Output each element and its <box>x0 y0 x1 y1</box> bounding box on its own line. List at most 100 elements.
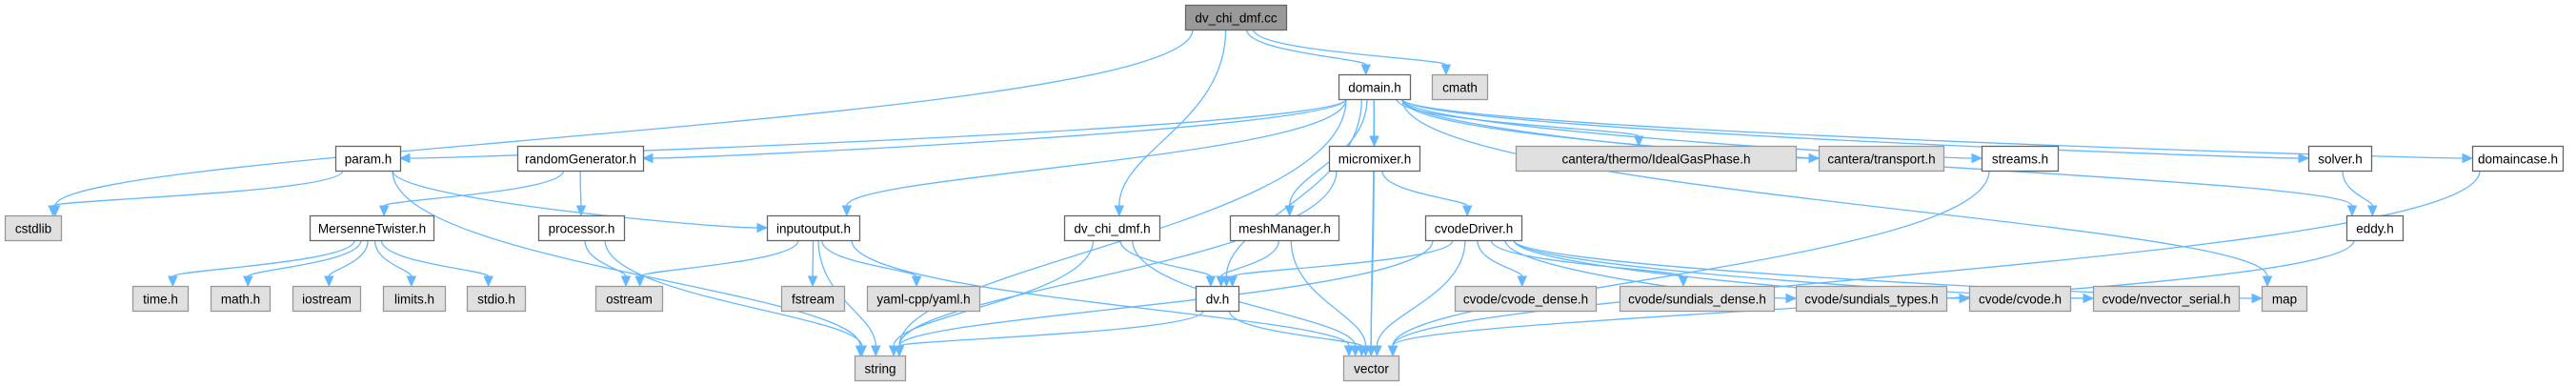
node-label: dv_chi_dmf.cc <box>1195 11 1278 26</box>
edge-line <box>1401 98 2300 159</box>
arrowhead-icon <box>634 275 645 288</box>
node-randomGenerator[interactable]: randomGenerator.h <box>516 145 645 173</box>
edge-line <box>898 170 1338 347</box>
node-domain[interactable]: domain.h <box>1338 73 1412 101</box>
node-eddy[interactable]: eddy.h <box>2345 214 2405 242</box>
node-label: time.h <box>143 293 178 307</box>
arrowhead-icon <box>641 152 654 164</box>
node-yaml: yaml-cpp/yaml.h <box>866 285 981 313</box>
node-label: MersenneTwister.h <box>318 222 426 236</box>
node-box <box>766 214 861 242</box>
edge-cvodeDriver-to-dvh <box>1227 239 1454 288</box>
node-label: cvodeDriver.h <box>1435 222 1514 236</box>
edge-inputoutput-to-vector <box>851 239 1355 357</box>
edge-line <box>1490 239 1684 277</box>
node-label: iostream <box>302 293 352 307</box>
node-label: cvode/nvector_serial.h <box>2102 293 2230 307</box>
node-processor[interactable]: processor.h <box>537 214 626 242</box>
node-label: stdio.h <box>477 293 515 307</box>
node-box <box>466 285 527 313</box>
arrowhead-icon <box>2262 275 2273 288</box>
arrowhead-icon <box>1114 205 1125 217</box>
node-timeh: time.h <box>131 285 190 313</box>
node-sundialstypes: cvode/sundials_types.h <box>1795 285 1948 313</box>
node-box <box>292 285 362 313</box>
node-dvh[interactable]: dv.h <box>1195 285 1240 313</box>
edge-line <box>898 239 1434 347</box>
node-box <box>516 145 645 173</box>
node-sundialsdense: cvode/sundials_dense.h <box>1619 285 1776 313</box>
node-label: dv_chi_dmf.h <box>1074 222 1150 236</box>
arrowhead-icon <box>911 275 922 288</box>
edge-domaincase-to-vector <box>1387 170 2481 357</box>
edge-domain-to-map <box>1401 98 2273 288</box>
edge-line <box>392 170 861 347</box>
edge-root-to-dvchidmfh <box>1114 29 1227 217</box>
edge-meshManager-to-vector <box>1290 239 1371 357</box>
node-label: micromixer.h <box>1338 152 1412 167</box>
node-param[interactable]: param.h <box>334 145 402 173</box>
node-meshManager[interactable]: meshManager.h <box>1229 214 1340 242</box>
arrowhead-icon <box>48 205 58 217</box>
node-label: randomGenerator.h <box>525 152 636 167</box>
edge-root-to-domain <box>1245 29 1372 76</box>
node-inputoutput[interactable]: inputoutput.h <box>766 214 861 242</box>
arrowhead-icon <box>1350 345 1360 357</box>
node-domaincase[interactable]: domaincase.h <box>2471 145 2565 173</box>
node-mersenne[interactable]: MersenneTwister.h <box>309 214 435 242</box>
node-map: map <box>2261 285 2308 313</box>
arrowhead-icon <box>1785 293 1798 304</box>
edge-line <box>383 170 565 207</box>
node-box <box>382 285 447 313</box>
arrowhead-icon <box>871 345 881 357</box>
node-cvodeDriver[interactable]: cvodeDriver.h <box>1424 214 1523 242</box>
edge-line <box>409 98 1347 159</box>
edge-line <box>2342 170 2373 207</box>
node-box <box>1454 285 1598 313</box>
edge-line <box>579 170 582 207</box>
arrowhead-icon <box>2462 152 2474 164</box>
node-label: map <box>2272 293 2297 307</box>
node-solver[interactable]: solver.h <box>2307 145 2373 173</box>
node-string: string <box>854 355 907 382</box>
node-cvodeh: cvode/cvode.h <box>1968 285 2072 313</box>
node-box <box>1338 73 1412 101</box>
edge-mersenne-to-mathh <box>243 239 362 288</box>
node-dvchidmfh[interactable]: dv_chi_dmf.h <box>1063 214 1161 242</box>
edge-mersenne-to-limitsh <box>373 239 417 288</box>
arrowhead-icon <box>2346 205 2358 217</box>
node-box <box>1342 355 1400 382</box>
edge-mersenne-to-timeh <box>168 239 355 288</box>
node-label: yaml-cpp/yaml.h <box>876 293 970 307</box>
node-root[interactable]: dv_chi_dmf.cc <box>1184 4 1288 31</box>
edge-line <box>1401 98 2464 159</box>
edge-line <box>817 239 876 347</box>
node-label: cantera/thermo/IdealGasPhase.h <box>1561 152 1750 167</box>
arrowhead-icon <box>2251 293 2264 304</box>
node-box <box>309 214 435 242</box>
edge-line <box>373 239 413 277</box>
edge-micromixer-to-cvodeDriver <box>1381 170 1473 217</box>
node-fstream: fstream <box>780 285 846 313</box>
arrowhead-icon <box>1461 205 1473 217</box>
node-box <box>334 145 402 173</box>
edge-processor-to-string <box>604 239 867 357</box>
node-iostream: iostream <box>292 285 362 313</box>
node-micromixer[interactable]: micromixer.h <box>1328 145 1421 173</box>
arrowhead-icon <box>1227 275 1238 288</box>
arrowhead-icon <box>1216 275 1227 288</box>
edge-param-to-cstdlib <box>48 170 344 217</box>
edge-line <box>1220 239 1280 277</box>
node-vector: vector <box>1342 355 1400 382</box>
arrowhead-icon <box>620 275 632 288</box>
node-label: cvode/cvode.h <box>1979 293 2062 307</box>
node-streams[interactable]: streams.h <box>1981 145 2060 173</box>
edge-line <box>851 239 1350 347</box>
node-label: math.h <box>221 293 260 307</box>
node-cstdlib: cstdlib <box>4 214 63 242</box>
node-box <box>1795 285 1948 313</box>
arrowhead-icon <box>575 205 587 217</box>
node-limitsh: limits.h <box>382 285 447 313</box>
edge-line <box>1381 170 1468 207</box>
